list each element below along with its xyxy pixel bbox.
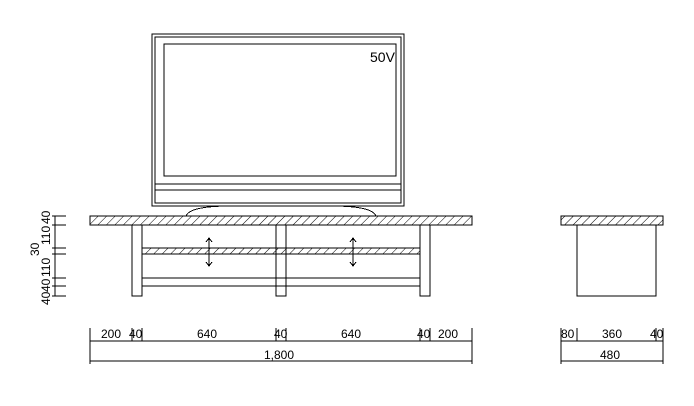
front-leg-right: [419, 224, 431, 297]
front-dim-segment-2: 40: [129, 327, 143, 341]
height-dim-shelf: 30: [28, 242, 42, 256]
shelf-adjust-arrow-left: [205, 237, 213, 267]
front-dim-segment-3: 640: [197, 327, 217, 341]
tv-outer-frame: [151, 33, 405, 207]
side-top-board: [560, 215, 664, 226]
height-dimensions: 40 110 30 110 40 40: [28, 210, 66, 305]
front-view-cabinet: [89, 215, 473, 297]
side-dim-segment-2: 360: [602, 327, 622, 341]
tv-stand-base: [185, 205, 377, 217]
side-dim-segment-3: 40: [650, 327, 664, 341]
front-top-board: [89, 215, 473, 226]
front-leg-left: [131, 224, 143, 297]
tv-size-label: 50V: [370, 49, 396, 65]
height-dim-upper: 110: [39, 226, 53, 245]
front-dim-segment-5: 640: [341, 327, 361, 341]
side-body: [576, 224, 657, 297]
front-dim-segment-6: 40: [417, 327, 431, 341]
front-dim-segment-1: 200: [101, 327, 121, 341]
side-dim-segment-1: 80: [561, 327, 575, 341]
tv-inner-frame: [154, 36, 402, 204]
front-width-dimensions: 200 40 640 40 640 40 200 1,800: [89, 327, 473, 364]
height-dim-top: 40: [39, 210, 53, 224]
height-dim-bottom-a: 40: [39, 278, 53, 292]
front-dim-total: 1,800: [264, 348, 294, 362]
front-dim-segment-4: 40: [274, 327, 288, 341]
side-width-dimensions: 80 360 40 480: [560, 327, 664, 364]
tv: 50V: [151, 33, 405, 217]
height-dim-bottom-b: 40: [39, 291, 53, 305]
side-dim-total: 480: [600, 348, 620, 362]
shelf-adjust-arrow-right: [349, 237, 357, 267]
tv-screen: [163, 43, 397, 177]
front-shelf-board: [141, 247, 421, 255]
side-view-cabinet: [560, 215, 664, 297]
height-dim-lower: 110: [39, 258, 53, 277]
front-dim-segment-7: 200: [438, 327, 458, 341]
front-leg-center: [275, 224, 287, 297]
